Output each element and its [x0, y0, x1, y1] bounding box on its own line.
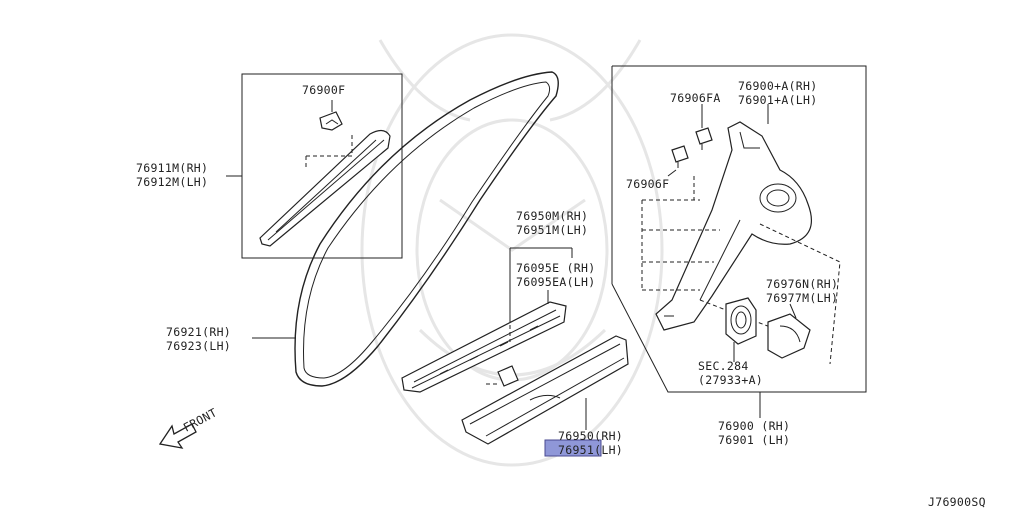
diagram-code: J76900SQ	[928, 495, 986, 509]
label-76900-rh[interactable]: 76900 (RH)	[718, 419, 790, 433]
label-76901a-lh[interactable]: 76901+A(LH)	[738, 93, 817, 107]
speaker-part	[725, 297, 757, 345]
label-76906fa[interactable]: 76906FA	[670, 91, 721, 105]
highlight-76951[interactable]	[544, 439, 602, 457]
label-76977m-lh[interactable]: 76977M(LH)	[766, 291, 838, 305]
group-box-right	[611, 65, 867, 393]
pillar-garnish-group	[226, 73, 403, 259]
rear-pillar-group	[611, 65, 867, 393]
label-76906f[interactable]: 76906F	[626, 177, 669, 191]
label-76900f[interactable]: 76900F	[302, 83, 345, 97]
label-76901-lh[interactable]: 76901 (LH)	[718, 433, 790, 447]
label-sec284[interactable]: SEC.284	[698, 359, 749, 373]
rear-pillar-trim-part	[655, 121, 812, 331]
label-76950m-rh[interactable]: 76950M(RH)	[516, 209, 588, 223]
label-76911m-rh[interactable]: 76911M(RH)	[136, 161, 208, 175]
label-76951-lh[interactable]: 76951(LH)	[558, 443, 623, 457]
kicking-plate-inner-part	[401, 301, 567, 393]
clip-76906fa-part	[695, 127, 713, 150]
label-front: FRONT	[181, 405, 219, 434]
label-76923-lh[interactable]: 76923(LH)	[166, 339, 231, 353]
label-27933a[interactable]: (27933+A)	[698, 373, 763, 387]
label-76951m-lh[interactable]: 76951M(LH)	[516, 223, 588, 237]
kicking-plate-outer-part	[461, 335, 629, 445]
label-76900a-rh[interactable]: 76900+A(RH)	[738, 79, 817, 93]
clip-76900f-part	[319, 111, 343, 131]
label-76921-rh[interactable]: 76921(RH)	[166, 325, 231, 339]
weatherstrip-part	[252, 71, 559, 387]
bracket-76976n-part	[767, 313, 811, 359]
label-76912m-lh[interactable]: 76912M(LH)	[136, 175, 208, 189]
group-box-left	[241, 73, 403, 259]
pillar-garnish-part	[259, 129, 391, 247]
leader-76950m	[509, 247, 573, 318]
label-76976n-rh[interactable]: 76976N(RH)	[766, 277, 838, 291]
label-76095e-rh[interactable]: 76095E (RH)	[516, 261, 595, 275]
clip-76906f-part	[671, 145, 689, 168]
label-76095ea-lh[interactable]: 76095EA(LH)	[516, 275, 595, 289]
label-76950-rh[interactable]: 76950(RH)	[558, 429, 623, 443]
front-arrow-icon	[158, 423, 197, 449]
